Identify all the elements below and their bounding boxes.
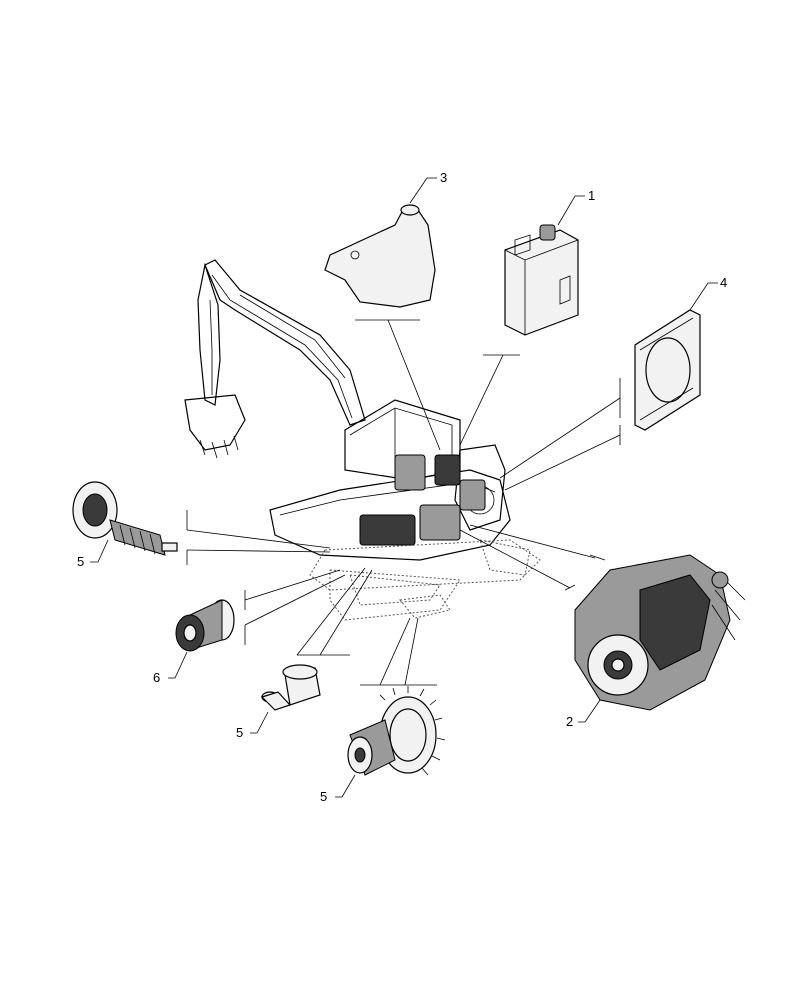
part-5-idler bbox=[72, 481, 178, 556]
callout-3: 3 bbox=[409, 170, 447, 204]
callout-5a: 5 bbox=[77, 539, 109, 569]
callout-1-number: 1 bbox=[588, 188, 595, 203]
callout-5c-number: 5 bbox=[320, 789, 327, 804]
part-3-tank bbox=[324, 204, 436, 308]
callout-5a-number: 5 bbox=[77, 554, 84, 569]
callout-5b-number: 5 bbox=[236, 725, 243, 740]
callout-1: 1 bbox=[557, 188, 595, 226]
callout-4: 4 bbox=[689, 275, 727, 311]
callout-5b: 5 bbox=[236, 711, 269, 740]
part-4-radiator bbox=[634, 309, 701, 431]
callout-2-number: 2 bbox=[566, 714, 573, 729]
callout-5c: 5 bbox=[320, 774, 356, 804]
callout-3-number: 3 bbox=[440, 170, 447, 185]
excavator-drawing bbox=[184, 259, 541, 621]
leader-lines bbox=[186, 319, 621, 686]
part-6-roller bbox=[175, 599, 235, 652]
part-1-component-box bbox=[504, 224, 579, 336]
callout-4-number: 4 bbox=[720, 275, 727, 290]
part-5-sprocket bbox=[347, 686, 446, 776]
part-2-engine bbox=[574, 554, 746, 711]
callout-2: 2 bbox=[566, 699, 601, 729]
callout-6: 6 bbox=[153, 651, 188, 685]
part-5-cylinder bbox=[260, 664, 321, 711]
callout-6-number: 6 bbox=[153, 670, 160, 685]
